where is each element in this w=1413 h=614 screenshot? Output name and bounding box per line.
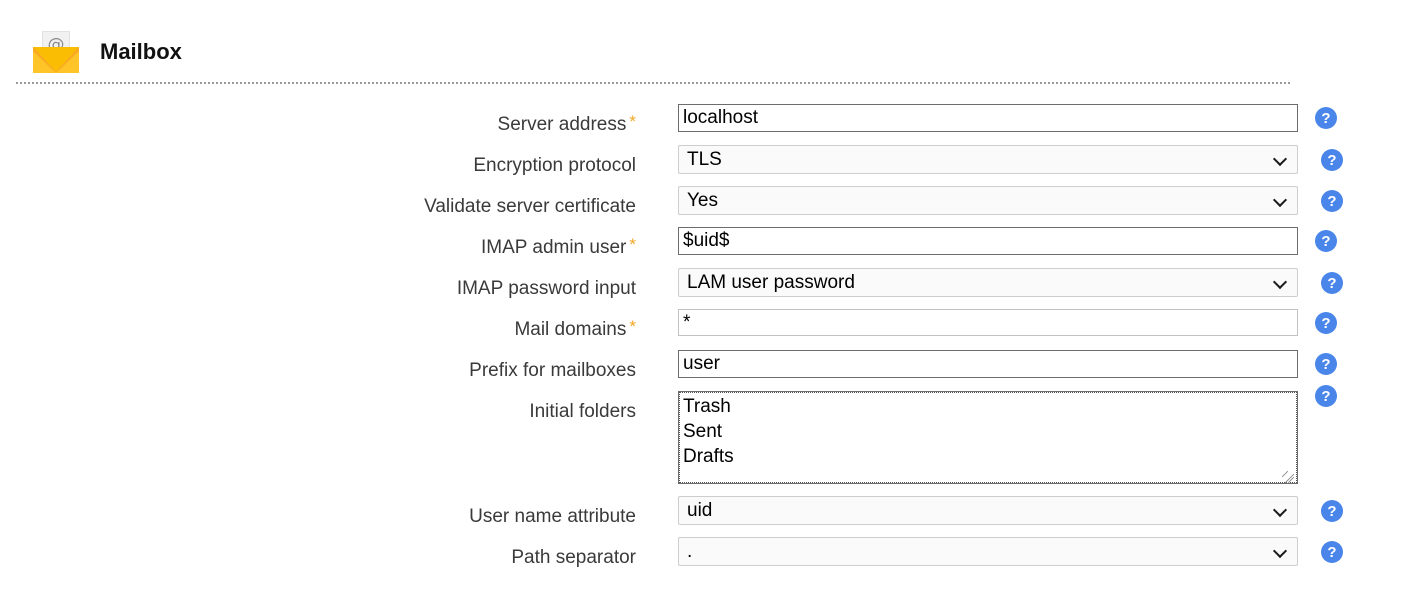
label-text: Encryption protocol (473, 155, 636, 176)
label-text: Initial folders (529, 401, 636, 422)
mailbox-settings-form: Server address*?Encryption protocolTLSSS… (0, 104, 1413, 578)
form-row-mail-domains: Mail domains*? (0, 309, 1413, 350)
select-wrap-encryption-protocol: TLSSSLNone (678, 145, 1298, 174)
input-prefix-for-mailboxes[interactable] (678, 350, 1298, 378)
label-text: Prefix for mailboxes (469, 360, 636, 381)
label-text: IMAP admin user (480, 237, 627, 258)
help-button-encryption-protocol[interactable]: ? (1321, 149, 1343, 171)
help-button-initial-folders[interactable]: ? (1315, 385, 1337, 407)
textarea-initial-folders[interactable] (678, 391, 1298, 484)
select-wrap-imap-password-input: LAM user passwordAsk user (678, 268, 1298, 297)
select-wrap-validate-server-certificate: YesNo (678, 186, 1298, 215)
required-asterisk: * (629, 317, 636, 336)
form-row-server-address: Server address*? (0, 104, 1413, 145)
label-text: Server address (497, 114, 627, 135)
form-row-imap-password-input: IMAP password input LAM user passwordAsk … (0, 268, 1413, 309)
form-row-initial-folders: Initial folders? (0, 385, 1413, 496)
label-text: User name attribute (469, 506, 636, 527)
form-row-imap-admin-user: IMAP admin user*? (0, 227, 1413, 268)
field-cell-prefix-for-mailboxes: ? (678, 350, 1337, 378)
label-encryption-protocol: Encryption protocol (0, 145, 636, 179)
form-row-validate-server-certificate: Validate server certificate YesNo? (0, 186, 1413, 227)
help-button-imap-admin-user[interactable]: ? (1315, 230, 1337, 252)
field-cell-initial-folders: ? (678, 385, 1337, 489)
field-cell-user-name-attribute: uidcnmail? (678, 496, 1343, 525)
help-button-server-address[interactable]: ? (1315, 107, 1337, 129)
label-text: Validate server certificate (424, 196, 636, 217)
help-button-user-name-attribute[interactable]: ? (1321, 500, 1343, 522)
textarea-wrap-initial-folders (678, 391, 1298, 489)
select-user-name-attribute[interactable]: uidcnmail (678, 496, 1298, 525)
help-button-mail-domains[interactable]: ? (1315, 312, 1337, 334)
help-button-validate-server-certificate[interactable]: ? (1321, 190, 1343, 212)
label-prefix-for-mailboxes: Prefix for mailboxes (0, 350, 636, 384)
label-mail-domains: Mail domains* (0, 309, 636, 343)
label-initial-folders: Initial folders (0, 391, 636, 425)
help-button-imap-password-input[interactable]: ? (1321, 272, 1343, 294)
select-wrap-path-separator: ./ (678, 537, 1298, 566)
required-asterisk: * (629, 112, 636, 131)
envelope-front (33, 51, 79, 73)
select-path-separator[interactable]: ./ (678, 537, 1298, 566)
field-cell-encryption-protocol: TLSSSLNone? (678, 145, 1343, 174)
help-button-prefix-for-mailboxes[interactable]: ? (1315, 353, 1337, 375)
label-path-separator: Path separator (0, 537, 636, 571)
label-imap-password-input: IMAP password input (0, 268, 636, 302)
label-text: IMAP password input (456, 278, 636, 299)
select-encryption-protocol[interactable]: TLSSSLNone (678, 145, 1298, 174)
label-text: Mail domains (514, 319, 627, 340)
label-text: Path separator (511, 547, 636, 568)
form-row-prefix-for-mailboxes: Prefix for mailboxes? (0, 350, 1413, 391)
mailbox-envelope-at-icon: @ (33, 31, 79, 73)
label-imap-admin-user: IMAP admin user* (0, 227, 636, 261)
field-cell-mail-domains: ? (678, 309, 1337, 336)
select-validate-server-certificate[interactable]: YesNo (678, 186, 1298, 215)
help-button-path-separator[interactable]: ? (1321, 541, 1343, 563)
select-imap-password-input[interactable]: LAM user passwordAsk user (678, 268, 1298, 297)
field-cell-server-address: ? (678, 104, 1337, 132)
field-cell-path-separator: ./? (678, 537, 1343, 566)
input-mail-domains[interactable] (678, 309, 1298, 336)
field-cell-imap-password-input: LAM user passwordAsk user? (678, 268, 1343, 297)
select-wrap-user-name-attribute: uidcnmail (678, 496, 1298, 525)
input-server-address[interactable] (678, 104, 1298, 132)
required-asterisk: * (629, 235, 636, 254)
label-server-address: Server address* (0, 104, 636, 138)
form-row-path-separator: Path separator ./? (0, 537, 1413, 578)
page-title: Mailbox (100, 39, 182, 64)
form-row-encryption-protocol: Encryption protocol TLSSSLNone? (0, 145, 1413, 186)
form-row-user-name-attribute: User name attribute uidcnmail? (0, 496, 1413, 537)
label-validate-server-certificate: Validate server certificate (0, 186, 636, 220)
field-cell-imap-admin-user: ? (678, 227, 1337, 255)
field-cell-validate-server-certificate: YesNo? (678, 186, 1343, 215)
input-imap-admin-user[interactable] (678, 227, 1298, 255)
page-header: @ Mailbox (16, 22, 1290, 84)
label-user-name-attribute: User name attribute (0, 496, 636, 530)
